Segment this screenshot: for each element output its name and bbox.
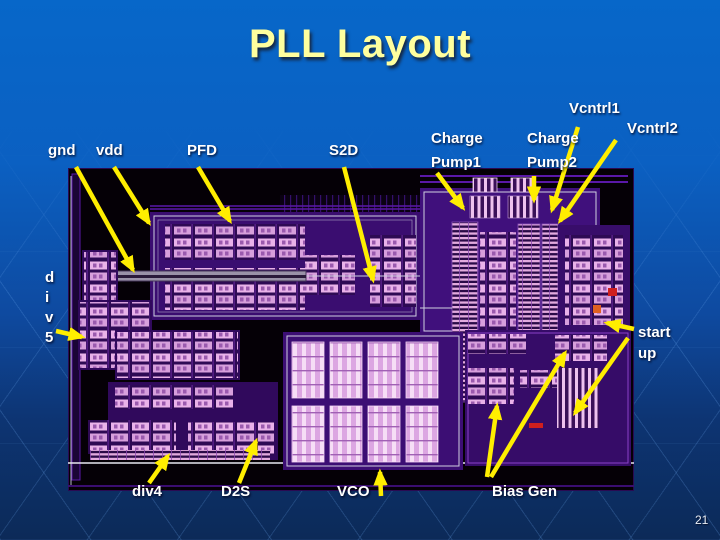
label-vco: VCO (337, 483, 370, 500)
label-charge-pump2: Charge Pump2 (527, 130, 579, 171)
label-vcntrl2: Vcntrl2 (627, 120, 678, 137)
label-bias-gen: Bias Gen (492, 483, 558, 500)
label-vdd: vdd (96, 142, 123, 159)
label-d2s: D2S (221, 483, 251, 500)
label-s2d: S2D (329, 142, 359, 159)
chip-layout-image (68, 168, 634, 491)
label-pfd: PFD (187, 142, 217, 159)
page-number: 21 (695, 513, 709, 527)
label-div5: d i v 5 (45, 269, 55, 346)
slide-title: PLL Layout (248, 22, 472, 66)
label-gnd: gnd (48, 142, 76, 159)
div4-d2s-block (88, 382, 278, 460)
label-start-up: start up (638, 324, 671, 362)
label-vcntrl1: Vcntrl1 (569, 100, 620, 117)
label-charge-pump1: Charge Pump1 (431, 130, 483, 171)
label-div4: div4 (132, 483, 163, 500)
pfd-s2d-block (150, 205, 420, 320)
bias-gen-block (465, 330, 631, 466)
vco-block (283, 332, 463, 470)
